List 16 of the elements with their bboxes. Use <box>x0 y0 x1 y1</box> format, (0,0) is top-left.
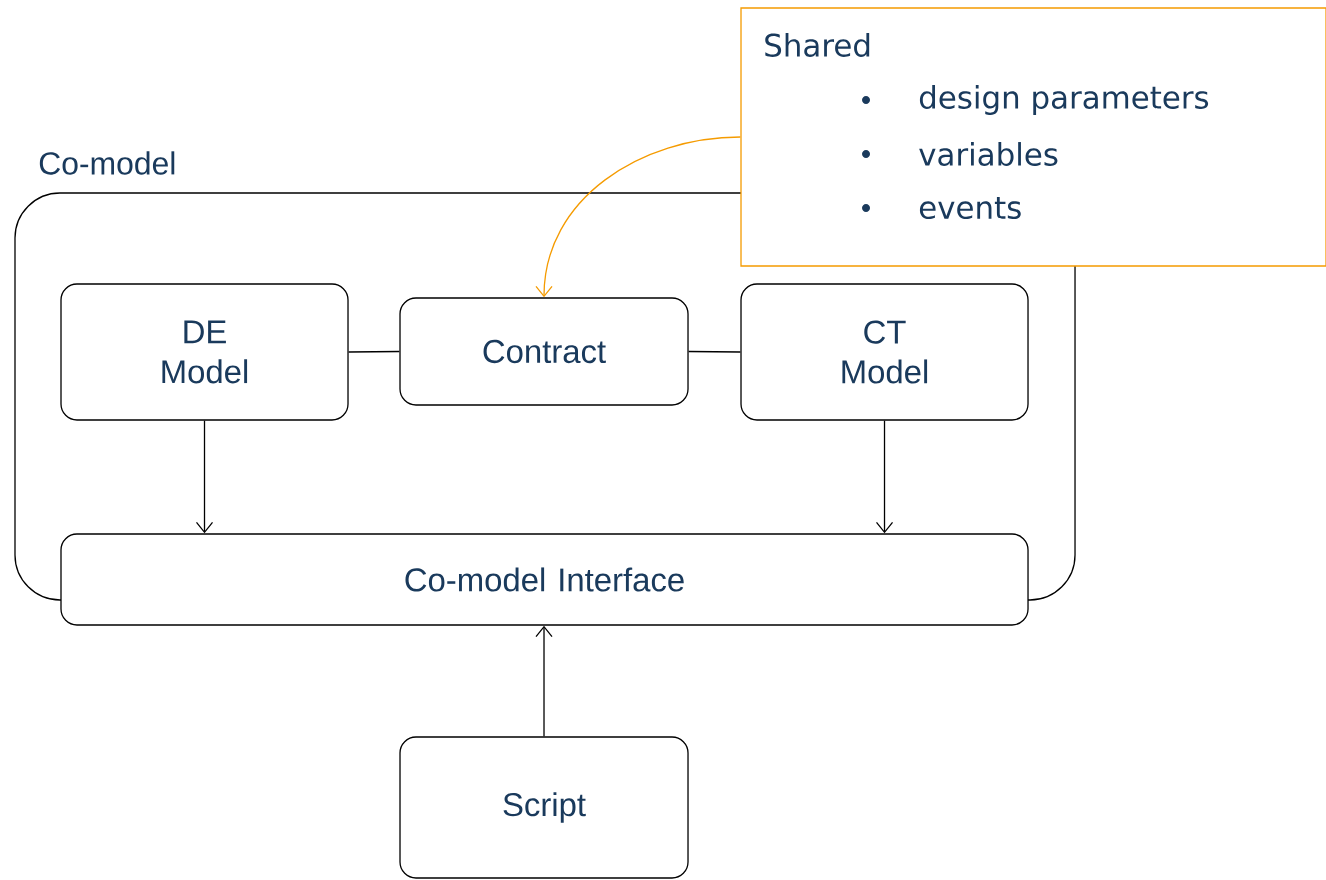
arrow <box>875 420 894 534</box>
connector-line <box>348 350 400 353</box>
note-heading: Shared <box>765 33 870 57</box>
node-label: Co-model <box>39 151 175 175</box>
model-box: DE Model <box>60 283 349 421</box>
arrow <box>535 136 741 298</box>
arrow <box>535 625 553 737</box>
arrow <box>195 420 214 534</box>
model-box: CT Model <box>740 283 1029 421</box>
script-box: Script <box>399 736 689 879</box>
connector-line <box>688 350 741 353</box>
list-item: design parameters <box>919 85 1209 115</box>
interface-box: Co-model Interface <box>60 533 1029 626</box>
contract-box: Contract <box>399 297 689 406</box>
list-item: events <box>919 196 1021 220</box>
note-box <box>740 7 1326 267</box>
